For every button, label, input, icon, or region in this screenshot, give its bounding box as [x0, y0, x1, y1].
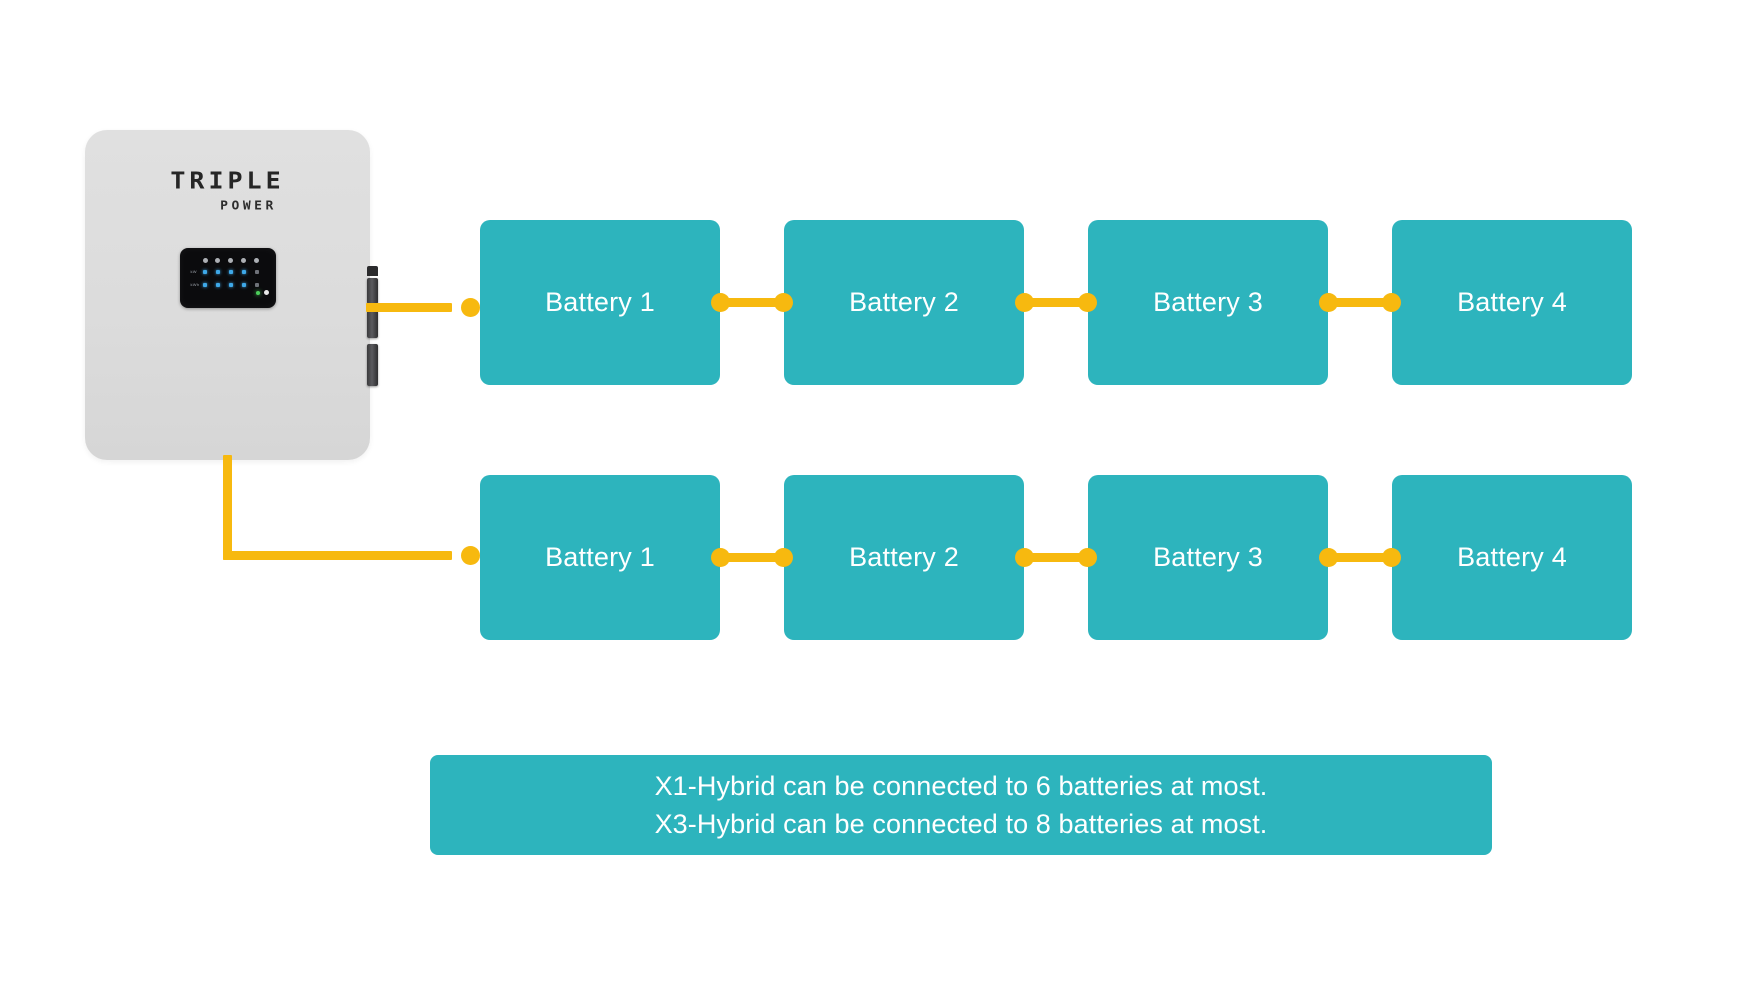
connector-dot: [774, 548, 793, 567]
status-led: [254, 282, 259, 287]
inverter-brand-logo: TRIPLE POWER: [85, 168, 370, 213]
status-led: [241, 269, 246, 274]
battery-box[interactable]: Battery 3: [1088, 220, 1328, 385]
connector-top-3-4: [1328, 298, 1392, 307]
connector-dot: [1078, 293, 1097, 312]
connector-dot: [1319, 548, 1338, 567]
battery-box[interactable]: Battery 2: [784, 220, 1024, 385]
load-icon: [240, 258, 246, 263]
green-status-led: [255, 290, 260, 295]
connector-dot: [1078, 548, 1097, 567]
status-led: [215, 282, 220, 287]
battery-box[interactable]: Battery 2: [784, 475, 1024, 640]
note-line-x1: X1-Hybrid can be connected to 6 batterie…: [654, 771, 1268, 801]
note-line-x3: X3-Hybrid can be connected to 8 batterie…: [654, 809, 1268, 839]
connector-top-2-3: [1024, 298, 1088, 307]
battery-icon: [228, 258, 233, 263]
battery-label: Battery 3: [1153, 287, 1263, 317]
wire-dot-top-row-start: [461, 298, 480, 317]
battery-label: Battery 1: [545, 542, 655, 572]
inverter-port-cluster: [366, 266, 378, 388]
panel-status-leds: [255, 290, 269, 295]
panel-row-1-tag: kW: [190, 268, 197, 274]
brand-name: TRIPLE: [170, 167, 285, 194]
port-middle: [367, 310, 378, 338]
battery-label: Battery 2: [849, 542, 959, 572]
status-led: [202, 269, 207, 274]
panel-row-2-tag: kWh: [190, 281, 200, 287]
panel-icon-row: [189, 256, 267, 265]
connector-top-1-2: [720, 298, 784, 307]
connector-dot: [711, 548, 730, 567]
status-led: [241, 282, 246, 287]
connector-bottom-3-4: [1328, 553, 1392, 562]
panel-led-row-2: kWh: [189, 278, 267, 291]
battery-label: Battery 1: [545, 287, 655, 317]
connector-dot: [1319, 293, 1338, 312]
connector-dot: [1382, 293, 1401, 312]
port-upper: [367, 278, 378, 304]
port-lower: [367, 344, 378, 386]
battery-label: Battery 3: [1153, 542, 1263, 572]
status-led: [215, 269, 220, 274]
battery-label: Battery 4: [1457, 542, 1567, 572]
status-led: [228, 269, 233, 274]
brand-subtitle: POWER: [220, 199, 277, 214]
connector-bottom-2-3: [1024, 553, 1088, 562]
inverter-led-panel: kW kWh: [179, 248, 276, 308]
wire-dot-bottom-row-start: [461, 546, 480, 565]
panel-led-row-1: kW: [189, 265, 267, 278]
battery-box[interactable]: Battery 4: [1392, 475, 1632, 640]
fault-icon: [253, 258, 259, 263]
battery-box[interactable]: Battery 1: [480, 475, 720, 640]
status-led: [254, 269, 259, 274]
battery-label: Battery 4: [1457, 287, 1567, 317]
connector-dot: [1015, 548, 1034, 567]
white-status-led: [263, 290, 269, 295]
wire-inverter-to-bottom-row: [223, 551, 452, 560]
status-led: [202, 282, 207, 287]
capacity-note-banner: X1-Hybrid can be connected to 6 batterie…: [430, 755, 1492, 855]
connector-dot: [1015, 293, 1034, 312]
connector-bottom-1-2: [720, 553, 784, 562]
battery-label: Battery 2: [849, 287, 959, 317]
pv-icon: [215, 258, 221, 263]
port-cap: [367, 266, 378, 276]
grid-icon: [202, 258, 208, 263]
inverter-unit: TRIPLE POWER kW kWh: [85, 130, 378, 460]
wire-inverter-drop-vertical: [223, 455, 232, 560]
battery-box[interactable]: Battery 4: [1392, 220, 1632, 385]
battery-box[interactable]: Battery 3: [1088, 475, 1328, 640]
status-led: [228, 282, 233, 287]
connector-dot: [1382, 548, 1401, 567]
connector-dot: [711, 293, 730, 312]
wire-inverter-to-top-row: [366, 303, 452, 312]
connector-dot: [774, 293, 793, 312]
battery-box[interactable]: Battery 1: [480, 220, 720, 385]
